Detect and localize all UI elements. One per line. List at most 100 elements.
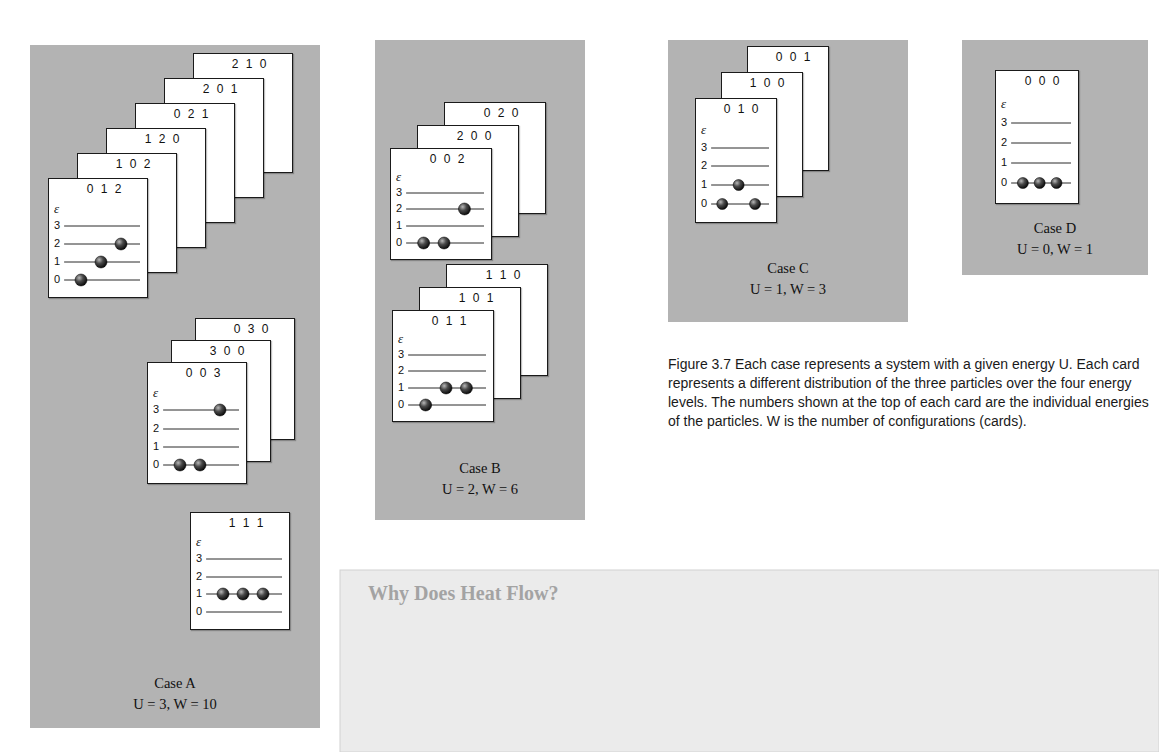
level-number: 0 (54, 274, 60, 285)
energy-symbol: ε (196, 535, 201, 548)
case-panel: Case AU = 3, W = 10 2 1 0 2 0 1 0 2 1 1 2 0 1… (30, 45, 320, 728)
level-label-wrap: 0 (396, 237, 402, 248)
level-label-wrap: 0 (196, 606, 202, 617)
energy-level-drawing (49, 179, 147, 297)
energies-wrap: 0 0 2 (391, 152, 493, 166)
level-label-wrap: 1 (396, 220, 402, 231)
particle-ball (420, 399, 432, 411)
case-label-wrap: Case CU = 1, W = 3 (668, 258, 908, 300)
level-label-wrap: ε (153, 386, 158, 399)
energies-wrap: 1 1 1 (191, 516, 291, 530)
energies-wrap: 0 2 0 (445, 106, 547, 120)
level-label-wrap: ε (196, 535, 201, 548)
energy-level-line (711, 148, 769, 149)
level-number: 3 (396, 187, 402, 198)
particle-energies: 0 1 1 (403, 314, 495, 328)
energy-level-line (1011, 163, 1071, 164)
energies-wrap: 0 1 1 (393, 314, 495, 328)
energy-level-line (206, 577, 282, 578)
case-panel: Case BU = 2, W = 60 2 02 0 00 0 2ε32101 … (375, 40, 585, 520)
energy-symbol: ε (701, 123, 706, 136)
particle-ball (95, 256, 107, 268)
energies-wrap: 1 2 0 (107, 132, 207, 146)
level-label-wrap: ε (54, 202, 59, 215)
energies-wrap: 2 0 1 (165, 82, 265, 96)
case-panel: Case DU = 0, W = 10 0 0ε3210 (962, 40, 1148, 275)
particle-ball (717, 199, 728, 210)
particle-ball (733, 180, 744, 191)
level-number: 0 (396, 237, 402, 248)
level-label-wrap: 3 (196, 553, 202, 564)
particle-energies: 1 0 0 (730, 76, 804, 90)
particle-energies: 1 1 0 (457, 268, 549, 282)
particle-ball (115, 238, 127, 250)
energy-level-line (64, 226, 140, 227)
level-label-wrap: 3 (701, 142, 707, 153)
case-label-wrap: Case DU = 0, W = 1 (962, 218, 1148, 260)
level-label-wrap: 2 (398, 365, 404, 376)
faded-heading: Why Does Heat Flow? (368, 582, 559, 605)
particle-ball (440, 382, 452, 394)
level-label-wrap: 0 (153, 459, 159, 470)
configuration-card: 0 0 0ε3210 (995, 70, 1079, 204)
energy-symbol: ε (396, 170, 401, 183)
particle-ball (458, 203, 470, 215)
energy-level-line (163, 429, 239, 430)
level-label-wrap: 0 (398, 399, 404, 410)
level-number: 2 (701, 160, 707, 171)
energies-wrap: 0 3 0 (196, 322, 296, 336)
case-energy-count: U = 0, W = 1 (962, 239, 1148, 260)
energies-wrap: 0 1 2 (49, 182, 149, 196)
energies-wrap: 0 0 1 (748, 50, 830, 64)
energies-wrap: 3 0 0 (172, 344, 272, 358)
energy-level-drawing (148, 363, 246, 483)
energy-symbol: ε (54, 202, 59, 215)
particle-energies: 0 0 0 (1004, 74, 1080, 88)
case-label-wrap: Case AU = 3, W = 10 (30, 673, 320, 715)
energies-wrap: 1 0 1 (420, 291, 522, 305)
particle-energies: 0 3 0 (206, 322, 296, 336)
level-number: 2 (396, 203, 402, 214)
energies-wrap: 1 0 2 (78, 157, 178, 171)
particle-energies: 0 0 3 (158, 366, 248, 380)
faded-page-border (340, 570, 1159, 752)
particle-ball (214, 404, 226, 416)
particle-ball (237, 588, 249, 600)
configuration-card: 0 1 1ε3210 (392, 310, 494, 422)
level-number: 2 (398, 365, 404, 376)
energy-level-line (64, 244, 140, 245)
level-label-wrap: 2 (196, 571, 202, 582)
level-label-wrap: 0 (54, 274, 60, 285)
figure-caption: Figure 3.7 Each case represents a system… (668, 355, 1150, 431)
level-label-wrap: 3 (54, 220, 60, 231)
energy-level-drawing (191, 513, 289, 629)
particle-ball (438, 237, 450, 249)
particle-energies: 1 0 2 (88, 157, 178, 171)
level-number: 3 (196, 553, 202, 564)
level-number: 1 (1001, 157, 1007, 168)
energy-level-drawing (696, 99, 776, 222)
particle-ball (75, 274, 87, 286)
level-label-wrap: 3 (396, 187, 402, 198)
energy-symbol: ε (1001, 97, 1006, 110)
level-number: 1 (54, 256, 60, 267)
case-name: Case A (30, 673, 320, 694)
particle-ball (194, 459, 206, 471)
energies-wrap: 2 1 0 (194, 57, 294, 71)
case-name: Case D (962, 218, 1148, 239)
level-label-wrap: 2 (701, 160, 707, 171)
energy-level-drawing (996, 71, 1078, 203)
case-panel: Case CU = 1, W = 30 0 11 0 00 1 0ε3210 (668, 40, 908, 322)
level-number: 1 (196, 588, 202, 599)
level-number: 2 (153, 423, 159, 434)
energies-wrap: 0 0 3 (148, 366, 248, 380)
particle-energies: 1 2 0 (117, 132, 207, 146)
energies-wrap: 1 0 0 (722, 76, 804, 90)
level-label-wrap: 1 (701, 179, 707, 190)
particle-ball (1051, 178, 1062, 189)
level-number: 3 (398, 349, 404, 360)
energy-level-line (1011, 123, 1071, 124)
configuration-card: 0 0 3ε3210 (147, 362, 247, 484)
level-label-wrap: 1 (398, 382, 404, 393)
particle-energies: 0 2 1 (146, 107, 236, 121)
